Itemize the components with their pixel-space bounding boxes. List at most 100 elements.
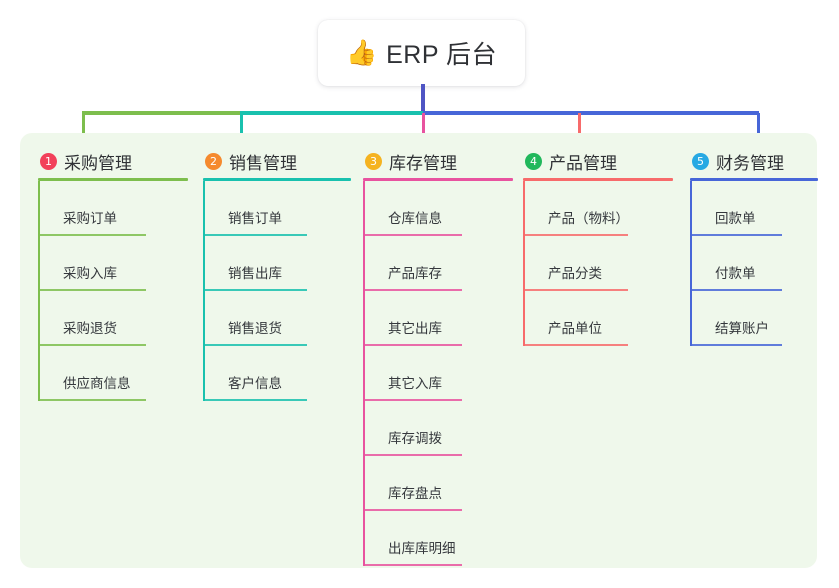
leaf-item-rule	[690, 234, 782, 236]
branch-column-采购管理: 1 采购管理采购订单采购入库采购退货供应商信息	[38, 147, 188, 401]
drop-connector-4	[578, 113, 581, 147]
leaf-item-rule	[363, 289, 462, 291]
leaf-item-rule	[523, 289, 628, 291]
branch-item-list: 仓库信息产品库存其它出库其它入库库存调拨库存盘点出库库明细	[363, 181, 513, 566]
leaf-item[interactable]: 销售退货	[203, 291, 351, 346]
leaf-item-label: 销售退货	[228, 321, 282, 336]
leaf-item[interactable]: 结算账户	[690, 291, 818, 346]
leaf-item[interactable]: 付款单	[690, 236, 818, 291]
leaf-item-label: 回款单	[715, 211, 756, 226]
branch-header-产品管理[interactable]: 4 产品管理	[523, 147, 673, 175]
leaf-item-label: 供应商信息	[63, 376, 131, 391]
root-stem-connector	[421, 84, 425, 114]
leaf-item[interactable]: 销售出库	[203, 236, 351, 291]
branch-column-产品管理: 4 产品管理产品（物料） 产品分类产品单位	[523, 147, 673, 346]
leaf-item-label: 库存盘点	[388, 486, 442, 501]
branch-header-rule	[363, 178, 513, 181]
leaf-item-rule	[363, 344, 462, 346]
branch-header-采购管理[interactable]: 1 采购管理	[38, 147, 188, 175]
leaf-item-rule	[38, 399, 146, 401]
leaf-item[interactable]: 供应商信息	[38, 346, 188, 401]
leaf-item[interactable]: 产品分类	[523, 236, 673, 291]
leaf-item-rule	[38, 344, 146, 346]
branch-title: 采购管理	[64, 153, 132, 173]
leaf-item-label: 采购订单	[63, 211, 117, 226]
branch-spine	[38, 181, 40, 401]
branch-spine	[203, 181, 205, 401]
leaf-item-label: 库存调拨	[388, 431, 442, 446]
leaf-item-rule	[523, 234, 628, 236]
leaf-item[interactable]: 采购订单	[38, 181, 188, 236]
bar-segment-3	[423, 111, 759, 115]
leaf-item-label: 产品单位	[548, 321, 602, 336]
drop-connector-2	[240, 113, 243, 147]
leaf-item[interactable]: 销售订单	[203, 181, 351, 236]
leaf-item-label: 出库库明细	[388, 541, 456, 556]
leaf-item-rule	[363, 564, 462, 566]
leaf-item-label: 产品（物料）	[548, 211, 629, 226]
leaf-item-label: 销售出库	[228, 266, 282, 281]
branch-spine	[690, 181, 692, 346]
leaf-item[interactable]: 其它出库	[363, 291, 513, 346]
branch-number-badge: 1	[40, 152, 57, 170]
leaf-item-rule	[203, 289, 307, 291]
leaf-item-rule	[203, 234, 307, 236]
branch-title: 产品管理	[549, 153, 617, 173]
leaf-item[interactable]: 产品单位	[523, 291, 673, 346]
leaf-item-label: 仓库信息	[388, 211, 442, 226]
drop-connector-3	[422, 113, 425, 147]
bar-segment-1	[82, 111, 240, 115]
leaf-item[interactable]: 库存调拨	[363, 401, 513, 456]
leaf-item-label: 付款单	[715, 266, 756, 281]
branch-title: 销售管理	[229, 153, 297, 173]
drop-connector-1	[82, 113, 85, 147]
branch-item-list: 产品（物料） 产品分类产品单位	[523, 181, 673, 346]
drop-connector-5	[757, 113, 760, 147]
leaf-item[interactable]: 出库库明细	[363, 511, 513, 566]
thumbs-up-icon: 👍	[345, 38, 378, 67]
leaf-item-rule	[363, 509, 462, 511]
diagram-board	[20, 133, 817, 568]
leaf-item[interactable]: 仓库信息	[363, 181, 513, 236]
leaf-item-rule	[690, 344, 782, 346]
branch-header-rule	[203, 178, 351, 181]
leaf-item-rule	[363, 454, 462, 456]
leaf-item[interactable]: 产品（物料）	[523, 181, 673, 236]
leaf-item[interactable]: 采购入库	[38, 236, 188, 291]
branch-title: 库存管理	[389, 153, 457, 173]
branch-number-badge: 4	[525, 152, 542, 170]
leaf-item-rule	[203, 399, 307, 401]
branch-header-销售管理[interactable]: 2 销售管理	[203, 147, 351, 175]
leaf-item[interactable]: 其它入库	[363, 346, 513, 401]
leaf-item-rule	[523, 344, 628, 346]
leaf-item-rule	[203, 344, 307, 346]
root-node-title: ERP 后台	[386, 41, 498, 69]
branch-header-rule	[38, 178, 188, 181]
leaf-item-rule	[363, 399, 462, 401]
branch-item-list: 回款单付款单结算账户	[690, 181, 818, 346]
leaf-item-rule	[38, 234, 146, 236]
branch-item-list: 销售订单销售出库销售退货客户信息	[203, 181, 351, 401]
branch-item-list: 采购订单采购入库采购退货供应商信息	[38, 181, 188, 401]
leaf-item-label: 销售订单	[228, 211, 282, 226]
leaf-item-label: 采购入库	[63, 266, 117, 281]
leaf-item-label: 采购退货	[63, 321, 117, 336]
branch-number-badge: 5	[692, 152, 709, 170]
leaf-item-rule	[690, 289, 782, 291]
leaf-item[interactable]: 回款单	[690, 181, 818, 236]
leaf-item[interactable]: 客户信息	[203, 346, 351, 401]
root-node-erp-backend[interactable]: 👍 ERP 后台	[318, 20, 525, 86]
leaf-item-label: 其它出库	[388, 321, 442, 336]
leaf-item-label: 客户信息	[228, 376, 282, 391]
leaf-item[interactable]: 产品库存	[363, 236, 513, 291]
leaf-item-label: 结算账户	[715, 321, 769, 336]
branch-header-rule	[523, 178, 673, 181]
leaf-item[interactable]: 库存盘点	[363, 456, 513, 511]
leaf-item[interactable]: 采购退货	[38, 291, 188, 346]
leaf-item-label: 其它入库	[388, 376, 442, 391]
branch-number-badge: 2	[205, 152, 222, 170]
